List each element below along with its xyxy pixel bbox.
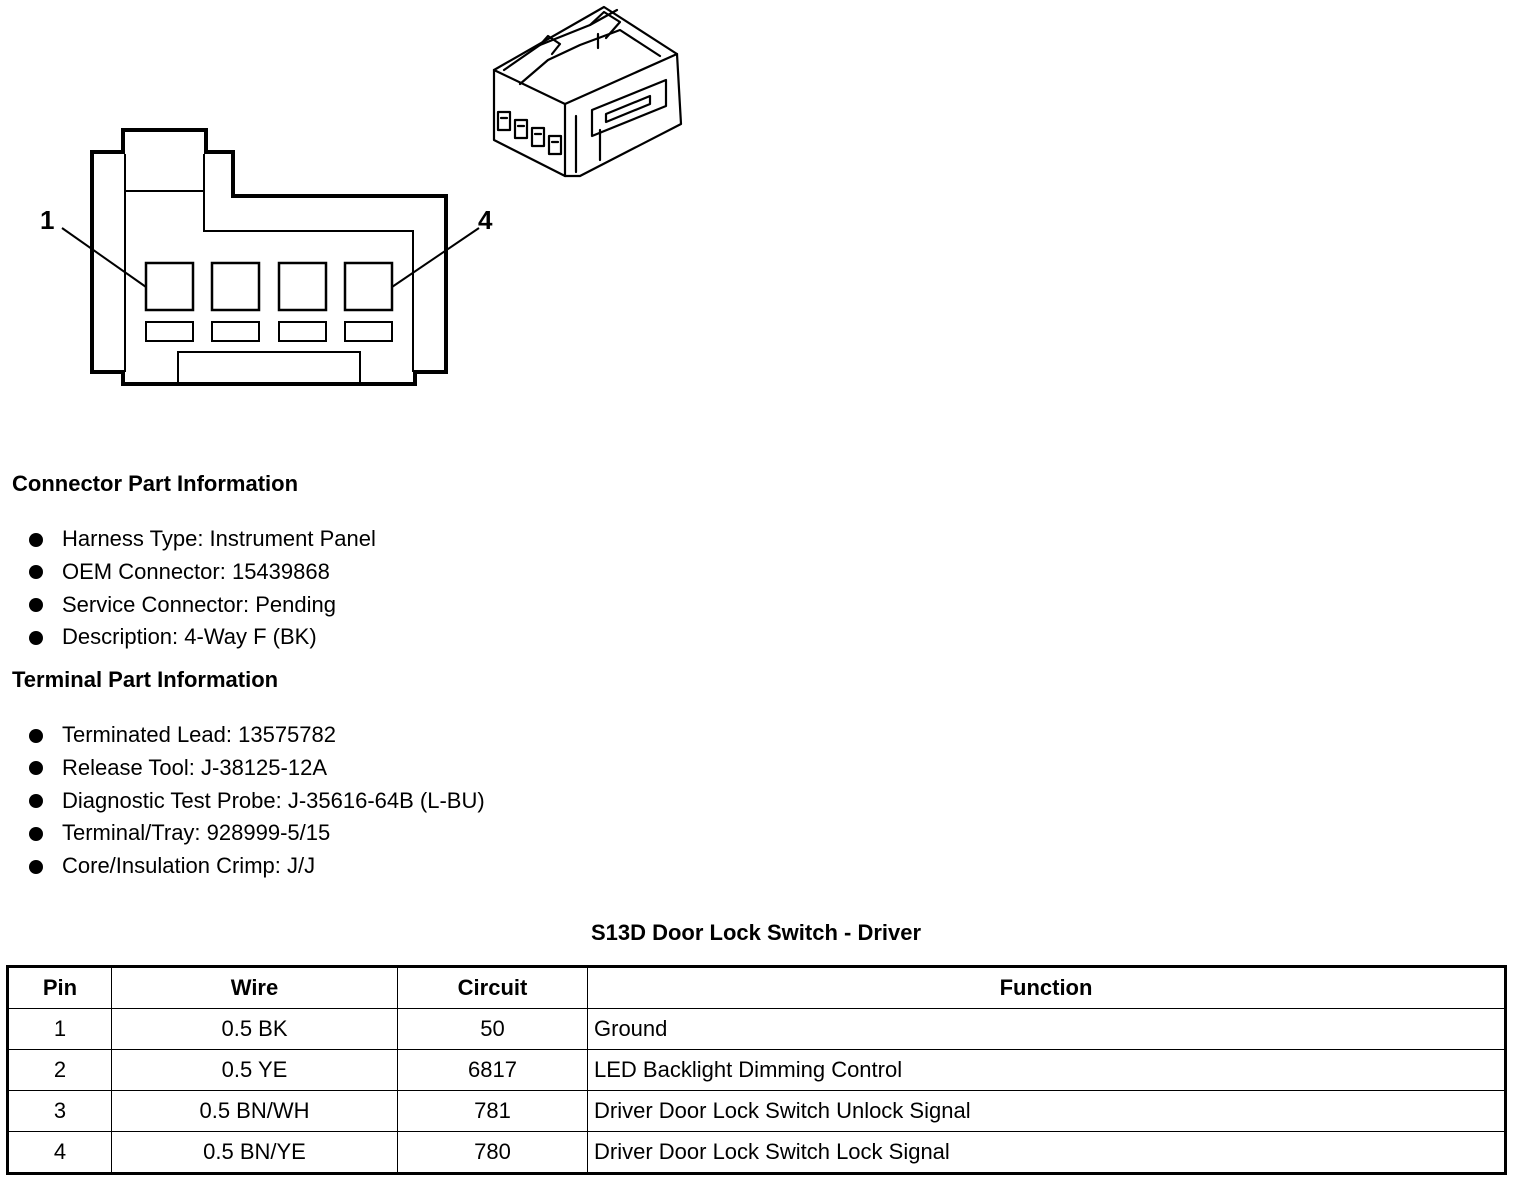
bullet-icon (29, 826, 43, 841)
connector-inner-outline (124, 154, 414, 384)
list-item: Core/Insulation Crimp: J/J (28, 850, 485, 883)
lock-slot-2 (211, 321, 260, 342)
table-row: 3 0.5 BN/WH 781 Driver Door Lock Switch … (7, 1090, 1506, 1132)
bullet-icon (29, 630, 43, 645)
cavity-4 (343, 261, 394, 312)
circuit-cell: 781 (397, 1090, 588, 1132)
wire-cell: 0.5 YE (111, 1049, 398, 1091)
list-item: Release Tool: J-38125-12A (28, 752, 485, 785)
lock-slot-1 (145, 321, 194, 342)
pin-cell: 3 (7, 1090, 112, 1132)
table-row: 4 0.5 BN/YE 780 Driver Door Lock Switch … (7, 1131, 1506, 1174)
connector-outer-housing (90, 128, 448, 386)
pin-1-leader (61, 227, 147, 288)
cavity-3 (277, 261, 328, 312)
pin-cell: 4 (7, 1131, 112, 1174)
column-header-pin: Pin (7, 966, 112, 1009)
bullet-icon (29, 794, 43, 809)
connector-3d-illustration (492, 5, 683, 178)
cavity-1 (144, 261, 195, 312)
circuit-cell: 6817 (397, 1049, 588, 1091)
pin-cell: 2 (7, 1049, 112, 1091)
list-item: Terminated Lead: 13575782 (28, 719, 485, 752)
pin-table-title: S13D Door Lock Switch - Driver (590, 920, 922, 945)
terminal-info-heading: Terminal Part Information (12, 667, 279, 692)
bullet-icon (29, 728, 43, 743)
connector-diagram: 1 4 (40, 5, 683, 386)
lock-slot-3 (278, 321, 327, 342)
bullet-icon (29, 565, 43, 580)
column-header-function: Function (587, 966, 1506, 1009)
terminal-info-list: Terminated Lead: 13575782 Release Tool: … (28, 719, 485, 883)
circuit-cell: 50 (397, 1008, 588, 1050)
list-item: Description: 4-Way F (BK) (28, 621, 376, 654)
wire-cell: 0.5 BK (111, 1008, 398, 1050)
list-item: Service Connector: Pending (28, 589, 376, 622)
table-row: 2 0.5 YE 6817 LED Backlight Dimming Cont… (7, 1049, 1506, 1091)
function-cell: LED Backlight Dimming Control (587, 1049, 1506, 1091)
pin-cell: 1 (7, 1008, 112, 1050)
bullet-icon (29, 598, 43, 613)
table-row: 1 0.5 BK 50 Ground (7, 1008, 1506, 1050)
lock-slots (145, 321, 393, 342)
pin-4-leader (391, 227, 480, 288)
terminal-cavities (144, 261, 394, 312)
bullet-icon (29, 761, 43, 776)
function-cell: Driver Door Lock Switch Unlock Signal (587, 1090, 1506, 1132)
list-item: Harness Type: Instrument Panel (28, 523, 376, 556)
function-cell: Ground (587, 1008, 1506, 1050)
table-header-row: Pin Wire Circuit Function (7, 966, 1506, 1009)
function-cell: Driver Door Lock Switch Lock Signal (587, 1131, 1506, 1174)
wire-cell: 0.5 BN/WH (111, 1090, 398, 1132)
cavity-2 (210, 261, 261, 312)
list-item: Terminal/Tray: 928999-5/15 (28, 817, 485, 850)
pin-1-label: 1 (40, 205, 54, 235)
list-item: OEM Connector: 15439868 (28, 556, 376, 589)
list-item: Diagnostic Test Probe: J-35616-64B (L-BU… (28, 785, 485, 818)
circuit-cell: 780 (397, 1131, 588, 1174)
wire-cell: 0.5 BN/YE (111, 1131, 398, 1174)
column-header-circuit: Circuit (397, 966, 588, 1009)
connector-info-heading: Connector Part Information (12, 471, 299, 496)
pin-4-label: 4 (478, 205, 493, 235)
pin-table: Pin Wire Circuit Function 1 0.5 BK 50 Gr… (6, 965, 1507, 1175)
connector-info-list: Harness Type: Instrument Panel OEM Conne… (28, 523, 376, 654)
bullet-icon (29, 859, 43, 874)
lock-slot-4 (344, 321, 393, 342)
column-header-wire: Wire (111, 966, 398, 1009)
bullet-icon (29, 532, 43, 547)
